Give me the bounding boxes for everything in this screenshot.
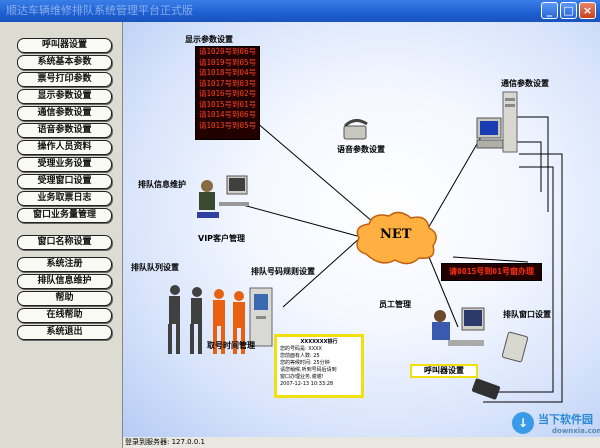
watermark-site: downxia.com: [552, 427, 600, 435]
sidebar-item-window-settings[interactable]: 受理窗口设置: [17, 174, 112, 189]
ticket-title: XXXXXXX银行: [300, 339, 338, 345]
label-number-rules[interactable]: 排队号码规则设置: [251, 267, 315, 276]
sidebar-item-system-params[interactable]: 系统基本参数: [17, 55, 112, 70]
maximize-button[interactable]: □: [560, 2, 577, 19]
download-icon: ↓: [512, 412, 534, 434]
label-queue-maintenance[interactable]: 排队信息维护: [138, 180, 186, 189]
sidebar-item-queue-maintenance[interactable]: 排队信息维护: [17, 274, 112, 289]
operator-workstation-icon[interactable]: [193, 172, 253, 234]
ticket-line: 请您稍候,听到号码后请到: [280, 367, 337, 373]
window-controls: _ □ ×: [541, 2, 596, 19]
led-row: 请1013号到05号: [199, 120, 257, 130]
label-comm-settings[interactable]: 通信参数设置: [501, 79, 549, 88]
window-title: 顺达车辆维修排队系统管理平台正式版: [6, 4, 193, 17]
label-display-settings[interactable]: 显示参数设置: [185, 35, 233, 44]
queue-people-icon[interactable]: [163, 282, 253, 362]
network-diagram: 显示参数设置 请1020号到06号 请1019号到05号 请1018号到04号 …: [123, 22, 600, 437]
sidebar-item-comm-params[interactable]: 通信参数设置: [17, 106, 112, 121]
label-window-settings[interactable]: 排队窗口设置: [503, 310, 551, 319]
keypad-icon[interactable]: [471, 378, 501, 400]
label-staff-management[interactable]: 员工管理: [379, 300, 411, 309]
telephone-icon[interactable]: [341, 116, 371, 142]
led-row: 请1017号到03号: [199, 78, 257, 88]
net-label: NET: [380, 227, 412, 242]
led-row: 请1019号到05号: [199, 57, 257, 67]
sidebar-item-ticket-print[interactable]: 票号打印参数: [17, 72, 112, 87]
sidebar-item-operators[interactable]: 操作人员资料: [17, 140, 112, 155]
led-row: 请1014号到06号: [199, 110, 257, 119]
window-led-display[interactable]: 请0015号到01号窗办理: [441, 263, 542, 281]
label-queue-settings[interactable]: 排队队列设置: [131, 263, 179, 272]
caller-settings-box[interactable]: 呼叫器设置: [410, 364, 478, 378]
watermark-name: 当下软件园: [538, 413, 593, 426]
sidebar-item-window-names[interactable]: 窗口名称设置: [17, 235, 112, 250]
led-display-board[interactable]: 请1020号到06号 请1019号到05号 请1018号到04号 请1017号到…: [195, 46, 260, 140]
led-row: 请1020号到06号: [199, 47, 257, 56]
network-cloud-icon[interactable]: [351, 210, 441, 268]
sidebar-item-display-params[interactable]: 显示参数设置: [17, 89, 112, 104]
title-bar: 顺达车辆维修排队系统管理平台正式版 _ □ ×: [0, 0, 600, 22]
sidebar-item-register[interactable]: 系统注册: [17, 257, 112, 272]
close-button[interactable]: ×: [579, 2, 596, 19]
label-ticket-time[interactable]: 取号时间管理: [207, 341, 255, 350]
ticket-line: 您的等候时间: 25分钟: [280, 360, 330, 366]
sidebar-item-window-volume[interactable]: 窗口业务量管理: [17, 208, 112, 223]
ticket-kiosk-icon[interactable]: [246, 286, 276, 350]
staff-workstation-icon[interactable]: [428, 302, 488, 362]
sidebar-item-ticket-log[interactable]: 业务取票日志: [17, 191, 112, 206]
sidebar-item-exit[interactable]: 系统退出: [17, 325, 112, 340]
ticket-line: 您的号码是: XXXX: [280, 346, 322, 352]
ticket-line: 窗口办理业务,谢谢!: [280, 374, 324, 380]
label-voice-settings[interactable]: 语音参数设置: [337, 145, 385, 154]
watermark: ↓ 当下软件园 downxia.com: [512, 408, 600, 448]
status-bar: 登录到服务器: 127.0.0.1: [123, 437, 600, 448]
sidebar-menu: 呼叫器设置 系统基本参数 票号打印参数 显示参数设置 通信参数设置 语音参数设置…: [0, 22, 123, 448]
ticket-date: 2007-12-13 10:33:28: [280, 381, 334, 387]
ticket-line: 您前面有人数: 25: [280, 353, 320, 359]
sample-ticket: XXXXXXX银行 您的号码是: XXXX 您前面有人数: 25 您的等候时间:…: [274, 334, 364, 398]
sidebar-item-help[interactable]: 帮助: [17, 291, 112, 306]
sidebar-item-business-settings[interactable]: 受理业务设置: [17, 157, 112, 172]
label-vip-management[interactable]: VIP客户管理: [198, 234, 246, 243]
minimize-button[interactable]: _: [541, 2, 558, 19]
connection-lines: [242, 116, 563, 403]
sidebar-item-caller-settings[interactable]: 呼叫器设置: [17, 38, 112, 53]
led-row: 请1018号到04号: [199, 68, 257, 77]
led-row: 请1016号到02号: [199, 89, 257, 98]
led-row: 请1015号到01号: [199, 99, 257, 109]
caller-device-icon[interactable]: [501, 330, 531, 364]
sidebar-item-voice-params[interactable]: 语音参数设置: [17, 123, 112, 138]
sidebar-item-online-help[interactable]: 在线帮助: [17, 308, 112, 323]
server-computer-icon[interactable]: [475, 90, 525, 156]
